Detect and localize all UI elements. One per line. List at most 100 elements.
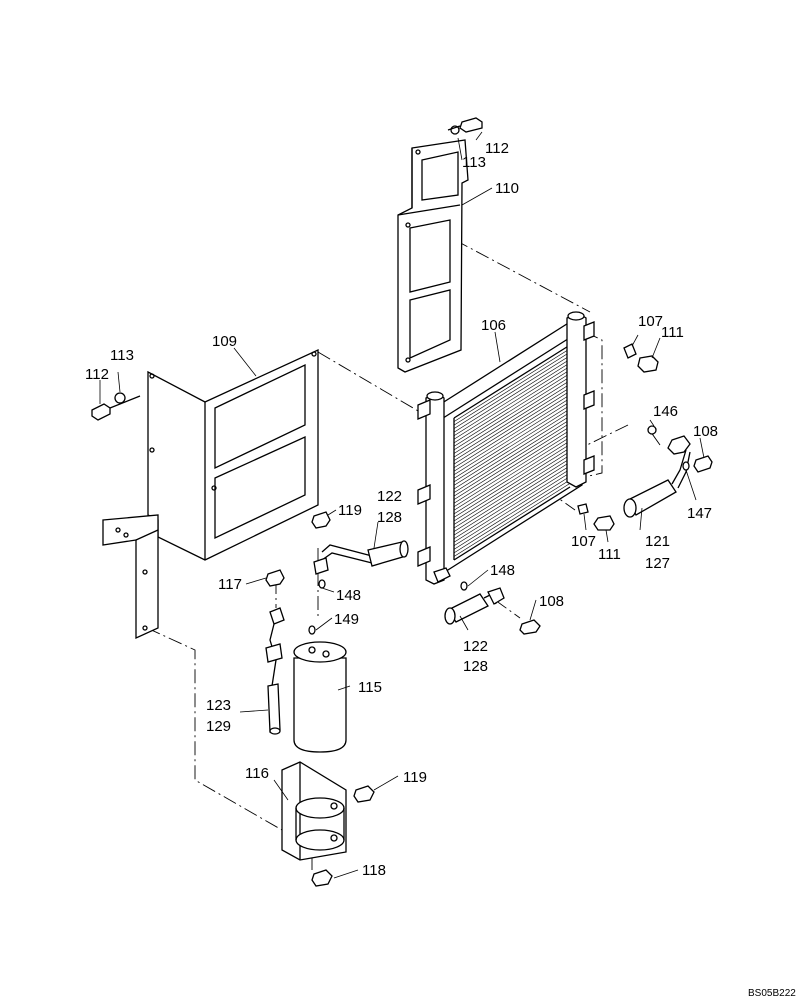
fin-line <box>453 486 571 561</box>
mounting-strip <box>102 514 159 640</box>
fin-line <box>453 405 571 479</box>
label-149: 149 <box>334 611 359 628</box>
fin-line <box>453 401 571 476</box>
spacer-107-lower <box>577 503 589 515</box>
fin-line <box>453 355 571 429</box>
bolt-112-left <box>91 395 141 421</box>
fin-line <box>453 433 571 508</box>
bolt-119-upper <box>311 511 331 529</box>
hose-121-127 <box>623 435 691 518</box>
label-117: 117 <box>218 576 242 593</box>
label-107: 107 <box>638 313 663 330</box>
fin-line <box>453 373 571 447</box>
label-129: 129 <box>206 718 231 735</box>
fin-line <box>453 366 571 440</box>
label-115: 115 <box>358 679 382 696</box>
fin-line <box>453 469 571 543</box>
condenser-fins <box>453 344 571 561</box>
fin-line <box>453 429 571 504</box>
fin-line <box>453 408 571 483</box>
label-128: 128 <box>463 658 488 675</box>
fin-line <box>453 437 571 511</box>
receiver-dryer-115 <box>293 641 347 753</box>
fin-line <box>453 398 571 472</box>
fin-line <box>453 344 571 419</box>
fin-line <box>453 348 571 422</box>
label-112: 112 <box>85 366 109 383</box>
fin-line <box>453 415 571 490</box>
fin-line <box>453 472 571 547</box>
fin-line <box>453 394 571 468</box>
side-panel-109 <box>147 348 319 561</box>
fin-line <box>453 483 571 557</box>
label-122: 122 <box>463 638 488 655</box>
bolt-118 <box>311 869 333 887</box>
label-110: 110 <box>495 180 519 197</box>
condenser-106 <box>417 311 595 585</box>
fin-line <box>453 351 571 426</box>
label-112: 112 <box>485 140 509 157</box>
bolt-108-right <box>693 455 713 473</box>
label-127: 127 <box>645 555 670 572</box>
fin-line <box>453 362 571 437</box>
label-113: 113 <box>462 154 486 171</box>
bolt-108-lower <box>519 619 541 635</box>
fin-line <box>453 454 571 529</box>
label-148: 148 <box>336 587 361 604</box>
label-108: 108 <box>693 423 718 440</box>
fin-line <box>453 390 571 465</box>
o-ring-149 <box>308 625 316 635</box>
fin-line <box>453 387 571 461</box>
upper-bracket-110 <box>397 139 469 373</box>
fin-line <box>453 440 571 515</box>
fin-line <box>453 458 571 532</box>
label-146: 146 <box>653 403 678 420</box>
fin-line <box>453 380 571 454</box>
bolt-112-upper <box>447 117 483 133</box>
label-106: 106 <box>481 317 506 334</box>
hose-122-128-upper <box>313 540 409 575</box>
drawing-reference: BS05B222 <box>748 988 796 999</box>
fin-line <box>453 419 571 493</box>
label-148: 148 <box>490 562 515 579</box>
label-111: 111 <box>661 324 684 341</box>
fin-line <box>453 376 571 451</box>
fin-line <box>453 369 571 444</box>
label-118: 118 <box>362 862 386 879</box>
label-121: 121 <box>645 533 670 550</box>
label-128: 128 <box>377 509 402 526</box>
label-147: 147 <box>687 505 712 522</box>
o-ring-146 <box>647 425 657 435</box>
fin-line <box>453 465 571 539</box>
label-119: 119 <box>338 502 362 519</box>
o-ring-148-upper <box>318 579 326 589</box>
fin-line <box>453 444 571 518</box>
label-123: 123 <box>206 697 231 714</box>
label-119: 119 <box>403 769 427 786</box>
bolt-117 <box>265 569 285 587</box>
fin-line <box>453 451 571 525</box>
bolt-119-lower <box>353 785 375 803</box>
fin-line <box>453 476 571 550</box>
washer-113-left <box>114 392 126 404</box>
hose-122-128-lower <box>444 587 505 625</box>
fin-line <box>453 383 571 458</box>
part-labels: 112 113 110 106 107 111 113 112 109 146 … <box>85 140 718 879</box>
leader-lines <box>99 131 705 879</box>
label-107: 107 <box>571 533 596 550</box>
clamp-bracket-116 <box>281 761 347 861</box>
label-122: 122 <box>377 488 402 505</box>
bolt-111-upper <box>637 355 659 373</box>
o-ring-148-lower <box>460 581 468 591</box>
hose-123-129 <box>265 607 285 735</box>
label-113: 113 <box>110 347 134 364</box>
fin-line <box>453 461 571 536</box>
bolt-111-lower <box>593 515 615 531</box>
fin-line <box>453 422 571 497</box>
fin-line <box>453 479 571 554</box>
fin-line <box>453 447 571 522</box>
fin-line <box>453 412 571 486</box>
fin-line <box>453 358 571 433</box>
label-111: 111 <box>598 546 621 563</box>
